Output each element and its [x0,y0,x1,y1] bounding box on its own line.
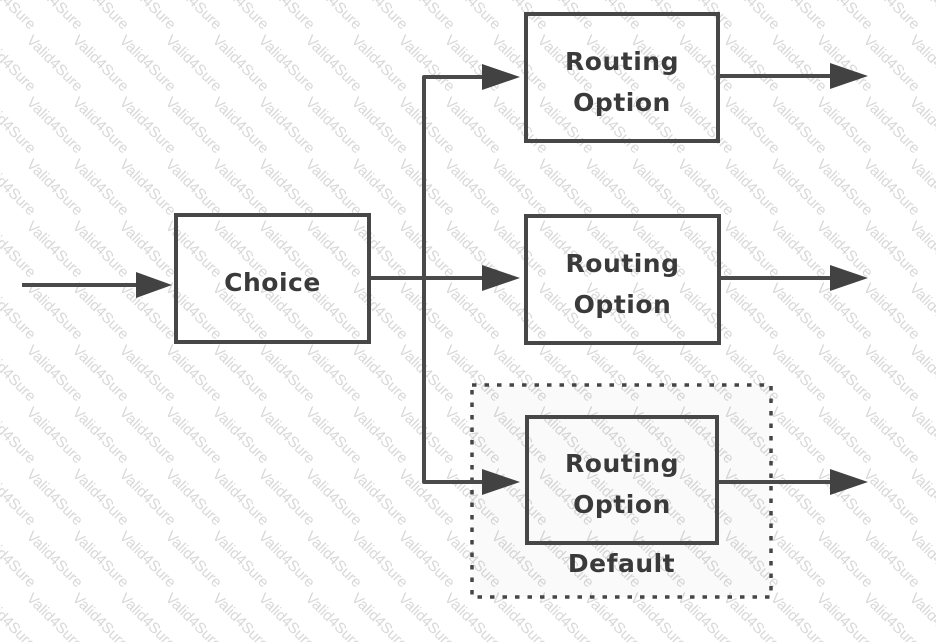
routing-option-top-node: Routing Option [524,12,720,143]
bottom-branch-arrowhead-icon [482,469,520,495]
choice-node: Choice [174,213,371,344]
top-output-arrowhead-icon [830,63,868,89]
top-branch-arrowhead-icon [482,64,520,90]
middle-branch-arrowhead-icon [482,265,520,291]
routing-option-top-label: Routing Option [565,46,679,117]
branch-trunk-line [422,75,482,484]
routing-option-default-label: Routing Option [565,449,679,519]
bottom-output-arrowhead-icon [830,469,868,495]
middle-output-arrowhead-icon [830,265,868,291]
default-group-dotted-border [470,383,773,599]
routing-option-default-node: Routing Option [525,415,719,545]
default-group-label: Default [567,549,676,578]
routing-option-middle-node: Routing Option [524,214,721,345]
choice-node-label: Choice [224,268,321,297]
input-arrowhead-icon [136,272,172,298]
routing-option-middle-label: Routing Option [565,248,680,319]
